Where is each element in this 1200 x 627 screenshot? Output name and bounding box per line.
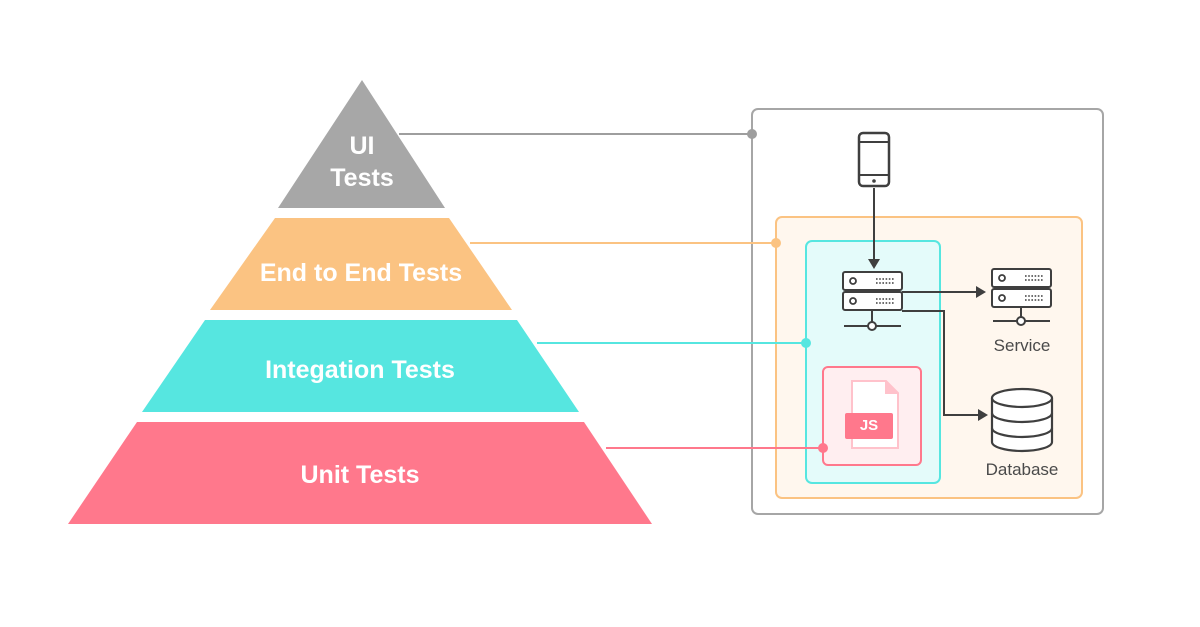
pyramid-layer-ui [278,80,445,208]
pyramid-layer-end-to-end [210,218,512,310]
pyramid-layer-integration [142,320,579,412]
service-server-icon [991,268,1052,326]
service-label: Service [993,336,1051,355]
integration-tests-label: Integation Tests [265,356,455,384]
end-to-end-tests-label: End to End Tests [259,259,463,287]
connector-integration-dot [801,338,811,348]
connector-end-to-end-dot [771,238,781,248]
connector-unit-dot [818,443,828,453]
database-label: Database [985,460,1059,479]
arrowhead-server-to-service [976,286,986,298]
database-icon [990,387,1054,453]
phone-icon [857,131,891,188]
ui-tests-label-line2: Tests [330,164,394,192]
js-badge-background [845,413,893,439]
connector-ui-dot [747,129,757,139]
unit-tests-label: Unit Tests [300,461,420,489]
arrowhead-phone-to-server [868,259,880,269]
app-server-icon [842,271,903,331]
ui-tests-label: UI Tests [312,130,412,194]
javascript-file-icon [845,380,899,449]
ui-tests-label-line1: UI [349,132,375,160]
arrowhead-server-to-database [978,409,988,421]
arrow-server-to-database [902,310,980,416]
pyramid-layer-unit [68,422,652,524]
js-badge-label: JS [859,417,879,434]
